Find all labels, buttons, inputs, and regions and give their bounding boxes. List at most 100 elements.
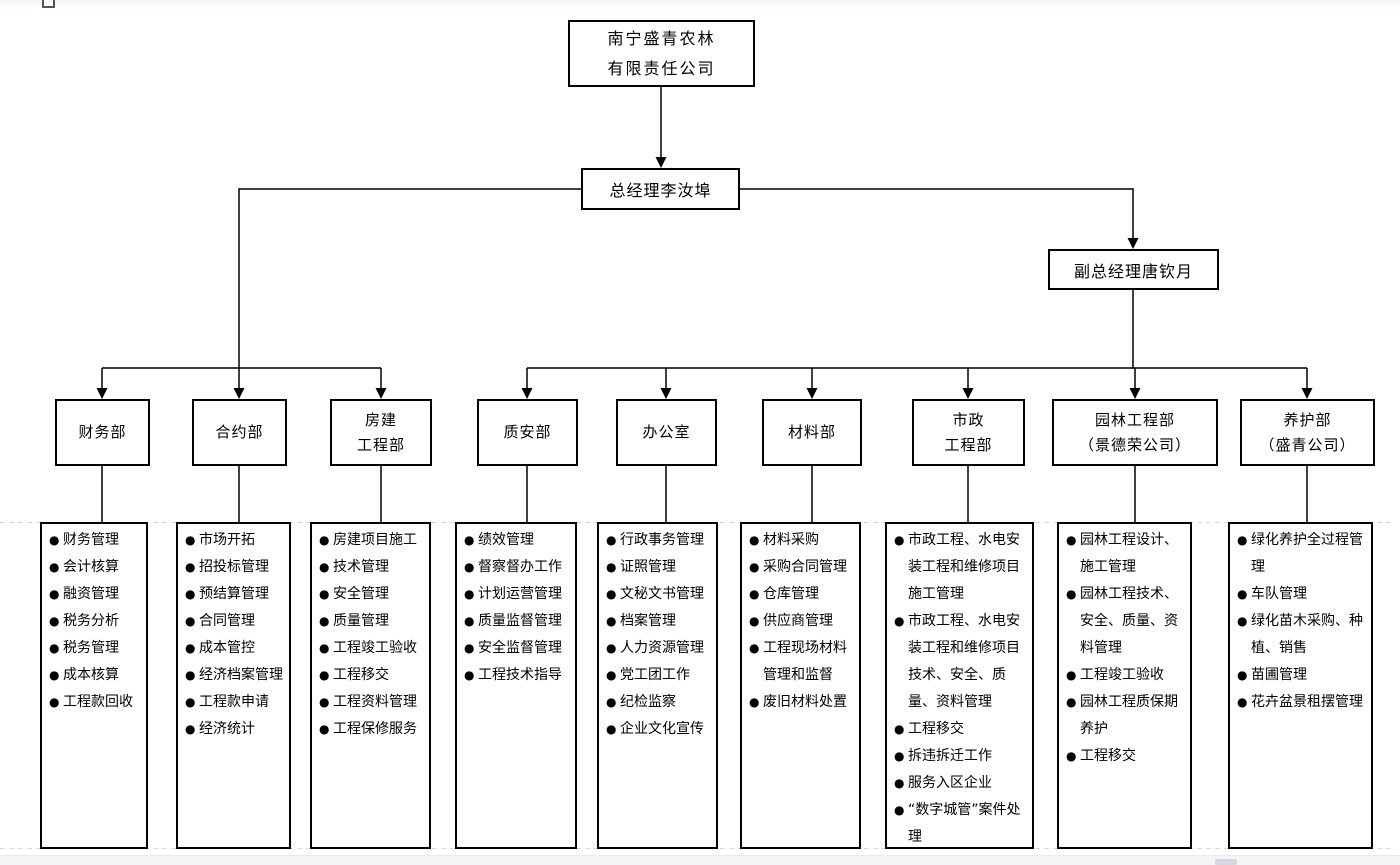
arrowhead-down-icon [375,388,387,399]
horizontal-scrollbar-thumb[interactable] [1215,859,1237,865]
duty-text: 工程技术指导 [478,667,562,683]
bullet-icon: ● [894,803,905,817]
duty-item: ●供应商管理 [749,608,856,635]
bullet-icon: ● [185,695,196,709]
duty-text: 计划运营管理 [478,586,562,602]
duty-text: 工程移交 [1080,748,1136,764]
duty-text: 工程现场材料管理和监督 [763,640,847,683]
duty-item: ●纪检监察 [606,689,713,716]
arrowhead-down-icon [1129,388,1141,399]
duty-item: ●工程技术指导 [464,662,572,689]
duty-item: ●拆违拆迁工作 [894,743,1029,770]
duty-item: ●技术管理 [319,554,426,581]
duty-item: ●招投标管理 [185,554,286,581]
dept-box-materials: 材料部 [762,399,862,466]
bullet-icon: ● [464,641,475,655]
bullet-icon: ● [894,533,905,547]
duty-item: ●税务分析 [49,608,143,635]
bullet-icon: ● [606,722,617,736]
bullet-icon: ● [606,560,617,574]
duty-item: ●督察督办工作 [464,554,572,581]
duty-item: ●成本核算 [49,662,143,689]
bullet-icon: ● [894,776,905,790]
bullet-icon: ● [749,641,760,655]
duty-text: 绿化养护全过程管理 [1251,532,1363,575]
duty-text: 文秘文书管理 [620,586,704,602]
duty-text: 工程资料管理 [333,694,417,710]
bullet-icon: ● [185,587,196,601]
duty-item: ●企业文化宣传 [606,716,713,743]
duty-text: 供应商管理 [763,613,833,629]
bullet-icon: ● [464,668,475,682]
duty-item: ●工程保修服务 [319,716,426,743]
bullet-icon: ● [1066,587,1077,601]
bullet-icon: ● [319,695,330,709]
duty-item: ●融资管理 [49,581,143,608]
duty-text: 安全管理 [333,586,389,602]
bullet-icon: ● [749,695,760,709]
bullet-icon: ● [185,533,196,547]
dept-box-office: 办公室 [616,399,717,466]
dept-name-line: （景德荣公司） [1078,435,1191,454]
duty-text: 工程竣工验收 [333,640,417,656]
bullet-icon: ● [49,641,60,655]
bullet-icon: ● [1237,695,1248,709]
duty-item: ●工程竣工验收 [1066,662,1187,689]
duty-item: ●工程竣工验收 [319,635,426,662]
bullet-icon: ● [49,668,60,682]
duty-text: 会计核算 [63,559,119,575]
bullet-icon: ● [894,614,905,628]
dept-name-line: 材料部 [787,423,836,441]
duty-item: ●安全管理 [319,581,426,608]
bullet-icon: ● [606,695,617,709]
bullet-icon: ● [319,533,330,547]
duty-item: ●人力资源管理 [606,635,713,662]
bullet-icon: ● [49,587,60,601]
duty-text: “数字城管”案件处理 [908,802,1021,845]
duty-item: ●房建项目施工 [319,527,426,554]
bullet-icon: ● [49,560,60,574]
duty-item: ●绿化苗木采购、种植、销售 [1237,608,1368,662]
duty-text: 行政事务管理 [620,532,704,548]
dept-name-line: 园林工程部 [1094,410,1175,429]
top-chrome-strip [0,0,1400,5]
duty-item: ●财务管理 [49,527,143,554]
duty-item: ●仓库管理 [749,581,856,608]
duty-text: 市场开拓 [199,532,255,548]
duty-item: ●废旧材料处置 [749,689,856,716]
duty-list-landscape-engineering: ●园林工程设计、施工管理●园林工程技术、安全、质量、资料管理●工程竣工验收●园林… [1057,522,1192,849]
bullet-icon: ● [49,614,60,628]
duty-item: ●党工团工作 [606,662,713,689]
duty-text: 园林工程质保期养护 [1080,694,1178,737]
duty-text: 工程款申请 [199,694,269,710]
bullet-icon: ● [319,587,330,601]
bullet-icon: ● [319,560,330,574]
duty-item: ●证照管理 [606,554,713,581]
duty-text: 市政工程、水电安装工程和维修项目技术、安全、质量、资料管理 [908,613,1020,710]
duty-text: 市政工程、水电安装工程和维修项目施工管理 [908,532,1020,602]
duty-item: ●工程资料管理 [319,689,426,716]
deputy-general-manager-box: 副总经理唐钦月 [1048,249,1219,290]
duty-item: ●市政工程、水电安装工程和维修项目施工管理 [894,527,1029,608]
bullet-icon: ● [319,668,330,682]
bullet-icon: ● [1237,533,1248,547]
bottom-chrome-strip [0,855,1400,865]
dept-name-line: 质安部 [503,423,552,441]
bullet-icon: ● [1066,749,1077,763]
dept-name-line: 办公室 [642,423,691,441]
duty-item: ●园林工程设计、施工管理 [1066,527,1187,581]
duty-item: ●税务管理 [49,635,143,662]
duty-item: ●文秘文书管理 [606,581,713,608]
duty-item: ●质量管理 [319,608,426,635]
duty-text: 仓库管理 [763,586,819,602]
dept-box-municipal-engineering: 市政工程部 [912,399,1025,466]
arrowhead-down-icon [1301,388,1313,399]
duty-text: 采购合同管理 [763,559,847,575]
company-name-line2: 有限责任公司 [607,58,716,78]
duty-text: 工程移交 [908,721,964,737]
bullet-icon: ● [894,722,905,736]
bullet-icon: ● [319,722,330,736]
duty-text: 经济统计 [199,721,255,737]
duty-text: 成本管控 [199,640,255,656]
duty-text: 安全监督管理 [478,640,562,656]
